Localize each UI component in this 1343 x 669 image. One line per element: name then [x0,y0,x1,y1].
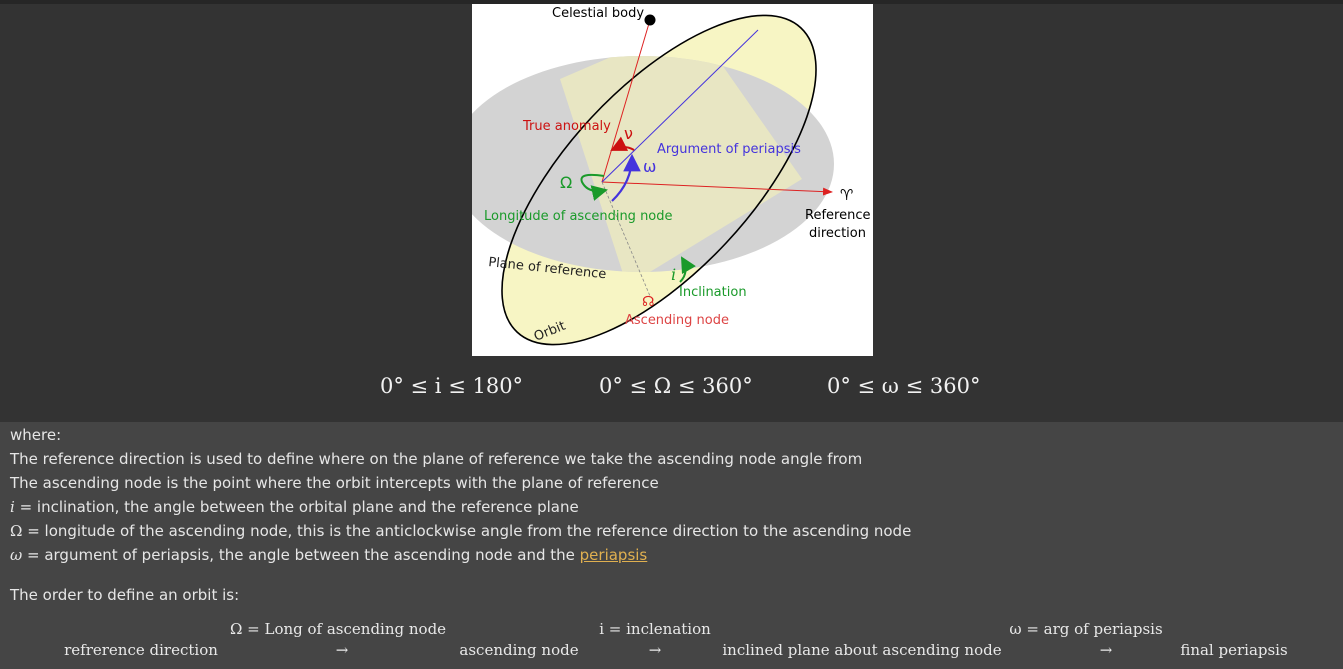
chain-arrow3-label: ω = arg of periapsis [1009,620,1163,638]
chain-step-inclined-plane: inclined plane about ascending node [722,641,1002,659]
where-label: where: [10,426,62,444]
ascending-node-label: Ascending node [625,313,729,328]
definition-reference-direction: The reference direction is used to defin… [10,450,863,468]
omega-big-symbol: Ω [560,173,572,192]
true-anomaly-arc [610,136,635,151]
angle-ranges: 0° ≤ i ≤ 180° 0° ≤ Ω ≤ 360° 0° ≤ ω ≤ 360… [0,368,1343,408]
periapsis-range: 0° ≤ ω ≤ 360° [827,374,981,398]
reference-label-line1: Reference [805,208,870,223]
orbit-diagram-svg: Celestial body True anomaly ν Argument o… [472,6,870,346]
chain-arrow1-label: Ω = Long of ascending node [229,620,447,638]
inclination-symbol: i [10,498,15,516]
argument-text: = argument of periapsis, the angle betwe… [22,546,580,564]
i-symbol: i [671,265,676,284]
node-symbol: ☊ [642,294,654,310]
longitude-node-label: Longitude of ascending node [484,209,673,224]
orbit-outline [501,14,817,346]
definition-argument-periapsis: ω = argument of periapsis, the angle bet… [10,546,647,564]
chain-arrow1: → [335,641,349,659]
definition-inclination: i = inclination, the angle between the o… [10,498,579,516]
aries-symbol: ♈ [840,186,853,204]
chain-step-reference-direction: refrerence direction [64,641,218,659]
chain-step-ascending-node: ascending node [459,641,579,659]
argument-symbol: ω [10,546,23,564]
longitude-text: = longitude of the ascending node, this … [22,522,912,540]
periapsis-link[interactable]: periapsis [579,546,648,564]
inclination-range: 0° ≤ i ≤ 180° [380,374,524,398]
chain-arrow3: → [1099,641,1113,659]
celestial-body-label: Celestial body [552,6,644,21]
top-bar [0,0,1343,4]
order-heading: The order to define an orbit is: [10,586,240,604]
longitude-range: 0° ≤ Ω ≤ 360° [599,374,753,398]
body-radius-line [601,19,651,183]
inclination-label: Inclination [679,285,747,300]
periapsis-arc [611,153,641,202]
longitude-arc [580,173,608,201]
reference-direction-line [601,181,833,196]
node-line [601,181,651,297]
explanation-block: where: The reference direction is used t… [0,422,1343,669]
chain-arrow2-label: i = inclenation [599,620,711,638]
reference-label-line2: direction [809,226,866,241]
argument-periapsis-label: Argument of periapsis [657,142,801,157]
true-anomaly-label: True anomaly [522,119,611,134]
nu-symbol: ν [624,124,633,143]
inclination-arc [679,256,696,283]
chain-step-final-periapsis: final periapsis [1180,641,1288,659]
definition-longitude: Ω = longitude of the ascending node, thi… [10,522,911,540]
longitude-symbol: Ω [10,522,23,540]
orbital-elements-diagram: Celestial body True anomaly ν Argument o… [472,4,873,356]
definition-ascending-node: The ascending node is the point where th… [10,474,659,492]
chain-arrow2: → [648,641,662,659]
celestial-body-dot [644,14,656,26]
omega-small-symbol: ω [643,157,656,176]
inclination-text: = inclination, the angle between the orb… [14,498,579,516]
